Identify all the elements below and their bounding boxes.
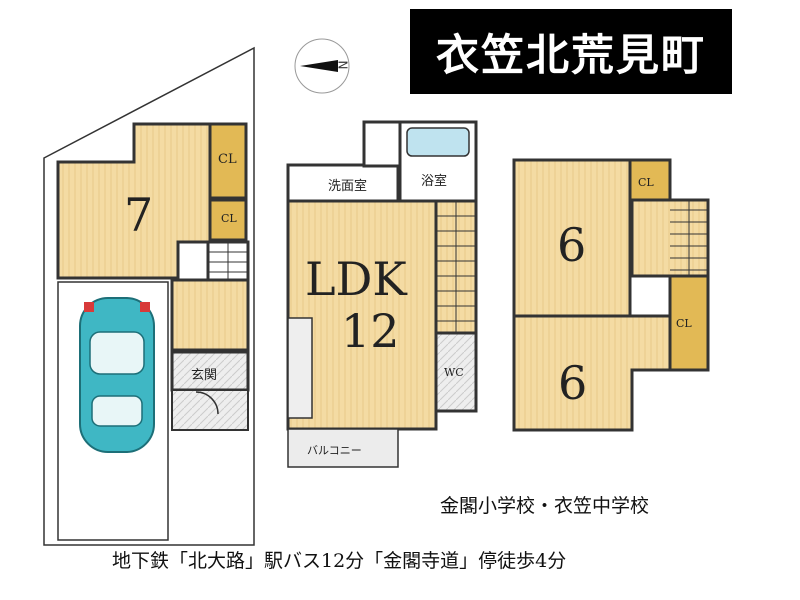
first-floor: [43, 46, 255, 546]
third-floor: [512, 158, 710, 432]
balcony-area: [287, 428, 399, 468]
room-7-label: 7: [124, 188, 154, 242]
room-6-upper-label: 6: [557, 218, 587, 272]
room-6-lower-floor: [512, 314, 672, 432]
compass-icon: [294, 38, 350, 94]
genkan-label: 玄関: [191, 368, 218, 383]
title-banner: 衣笠北荒見町: [410, 9, 732, 94]
page-title: 衣笠北荒見町: [436, 30, 706, 81]
wc-floor: [434, 331, 478, 413]
closet-label-small-left: CL: [221, 212, 237, 225]
compass-north-label: N: [335, 60, 350, 70]
wc-label: WC: [444, 366, 464, 379]
stairs-right: [630, 198, 710, 278]
ldk-size-label: 12: [341, 304, 400, 358]
kitchen-counter: [287, 317, 313, 419]
second-floor: [286, 120, 478, 468]
closet-label-top-left: CL: [218, 152, 237, 167]
school-info: 金閣小学校・衣笠中学校: [440, 495, 650, 517]
room-6-upper-floor: [512, 158, 632, 318]
entry-porch: [171, 389, 249, 431]
room-6-lower-label: 6: [558, 356, 588, 410]
car-icon: [79, 297, 155, 453]
bathtub: [406, 127, 470, 157]
closet-label-right-bottom: CL: [676, 317, 692, 330]
hall-floor: [170, 278, 250, 352]
toilet-area-top: [362, 120, 402, 168]
senmen-label: 洗面室: [328, 179, 368, 194]
access-info: 地下鉄「北大路」駅バス12分「金閣寺道」停徒歩4分: [112, 550, 567, 572]
closet-top-left: [208, 122, 248, 200]
bath-label: 浴室: [421, 174, 448, 189]
ldk-label: LDK: [305, 252, 407, 306]
closet-label-right-top: CL: [638, 176, 654, 189]
closet-small-left: [208, 198, 248, 242]
balcony-label: バルコニー: [307, 444, 362, 457]
genkan-floor: [170, 350, 250, 392]
